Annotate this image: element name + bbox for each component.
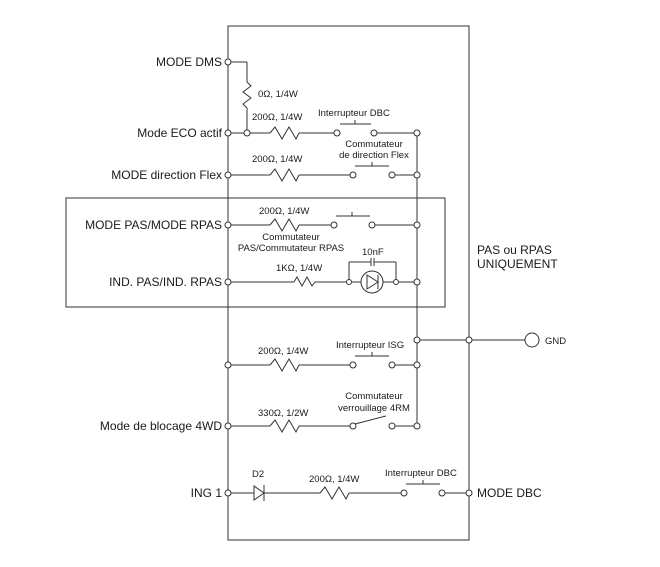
terminal-mode-flex xyxy=(224,171,232,179)
resistor-isg xyxy=(269,358,300,373)
label-gnd: GND xyxy=(545,336,566,347)
terminal-mode-dbc xyxy=(465,489,473,497)
diode-d2-icon xyxy=(253,485,265,501)
resistor-ing xyxy=(319,486,350,501)
terminal-mode-dms xyxy=(224,58,232,66)
label-sw-4wd-1: Commutateur xyxy=(345,391,403,402)
pas-rpas-box xyxy=(65,197,446,308)
resistor-eco xyxy=(269,126,300,141)
region-note-2: UNIQUEMENT xyxy=(477,257,558,271)
row-mode-pas: MODE PAS/MODE RPAS 200Ω, 1/4W Commutateu… xyxy=(85,206,421,254)
label-sw-4wd-2: verrouillage 4RM xyxy=(338,403,410,414)
label-mode-dbc: MODE DBC xyxy=(477,486,542,500)
label-sw-flex-2: de direction Flex xyxy=(339,150,409,161)
resistor-4wd xyxy=(269,419,300,434)
label-sw-eco: Interrupteur DBC xyxy=(318,108,390,119)
label-sw-ing: Interrupteur DBC xyxy=(385,468,457,479)
row-mode-flex: MODE direction Flex 200Ω, 1/4W Commutate… xyxy=(111,139,421,183)
terminal-ing1 xyxy=(224,489,232,497)
label-sw-flex-1: Commutateur xyxy=(345,139,403,150)
label-r-isg: 200Ω, 1/4W xyxy=(258,346,308,357)
row-mode-dms: MODE DMS 0Ω, 1/4W xyxy=(156,55,298,130)
label-r-ind: 1KΩ, 1/4W xyxy=(276,263,322,274)
row-mode-4wd: Mode de blocage 4WD 330Ω, 1/2W Commutate… xyxy=(100,391,421,434)
indicator-lamp-icon xyxy=(360,270,384,294)
label-sw-pas-2: PAS/Commutateur RPAS xyxy=(238,243,344,254)
terminal-mode-4wd xyxy=(224,422,232,430)
label-mode-pas: MODE PAS/MODE RPAS xyxy=(85,218,222,232)
resistor-dms xyxy=(242,81,252,109)
label-mode-flex: MODE direction Flex xyxy=(111,168,222,182)
row-ing1: ING 1 D2 200Ω, 1/4W Interrupteur DBC MOD… xyxy=(191,468,542,501)
label-sw-pas-1: Commutateur xyxy=(262,232,320,243)
label-r-4wd: 330Ω, 1/2W xyxy=(258,408,308,419)
region-note-1: PAS ou RPAS xyxy=(477,243,552,257)
row-ind-pas: IND. PAS/IND. RPAS 1KΩ, 1/4W 10nF xyxy=(109,247,421,294)
switch-4wd xyxy=(354,415,387,425)
terminal-ind-pas xyxy=(224,278,232,286)
resistor-ind xyxy=(293,275,316,288)
terminal-mode-eco xyxy=(224,129,232,137)
label-r-dms: 0Ω, 1/4W xyxy=(258,89,298,100)
label-mode-dms: MODE DMS xyxy=(156,55,222,69)
label-mode-4wd: Mode de blocage 4WD xyxy=(100,419,222,433)
row-gnd: GND xyxy=(413,332,566,348)
terminal-gnd xyxy=(524,332,540,348)
terminal-isg xyxy=(224,361,232,369)
label-r-pas: 200Ω, 1/4W xyxy=(259,206,309,217)
label-r-flex: 200Ω, 1/4W xyxy=(252,154,302,165)
resistor-flex xyxy=(269,168,300,183)
label-r-eco: 200Ω, 1/4W xyxy=(252,112,302,123)
label-d2: D2 xyxy=(252,469,264,480)
row-isg: 200Ω, 1/4W Interrupteur ISG xyxy=(224,340,421,373)
row-mode-eco: Mode ECO actif 200Ω, 1/4W Interrupteur D… xyxy=(137,108,421,141)
resistor-pas xyxy=(269,218,300,233)
label-mode-eco: Mode ECO actif xyxy=(137,126,222,140)
terminal-mode-pas xyxy=(224,221,232,229)
label-cap-ind: 10nF xyxy=(362,247,384,258)
label-sw-isg: Interrupteur ISG xyxy=(336,340,404,351)
label-ind-pas: IND. PAS/IND. RPAS xyxy=(109,275,222,289)
label-ing1: ING 1 xyxy=(191,486,223,500)
label-r-ing: 200Ω, 1/4W xyxy=(309,474,359,485)
